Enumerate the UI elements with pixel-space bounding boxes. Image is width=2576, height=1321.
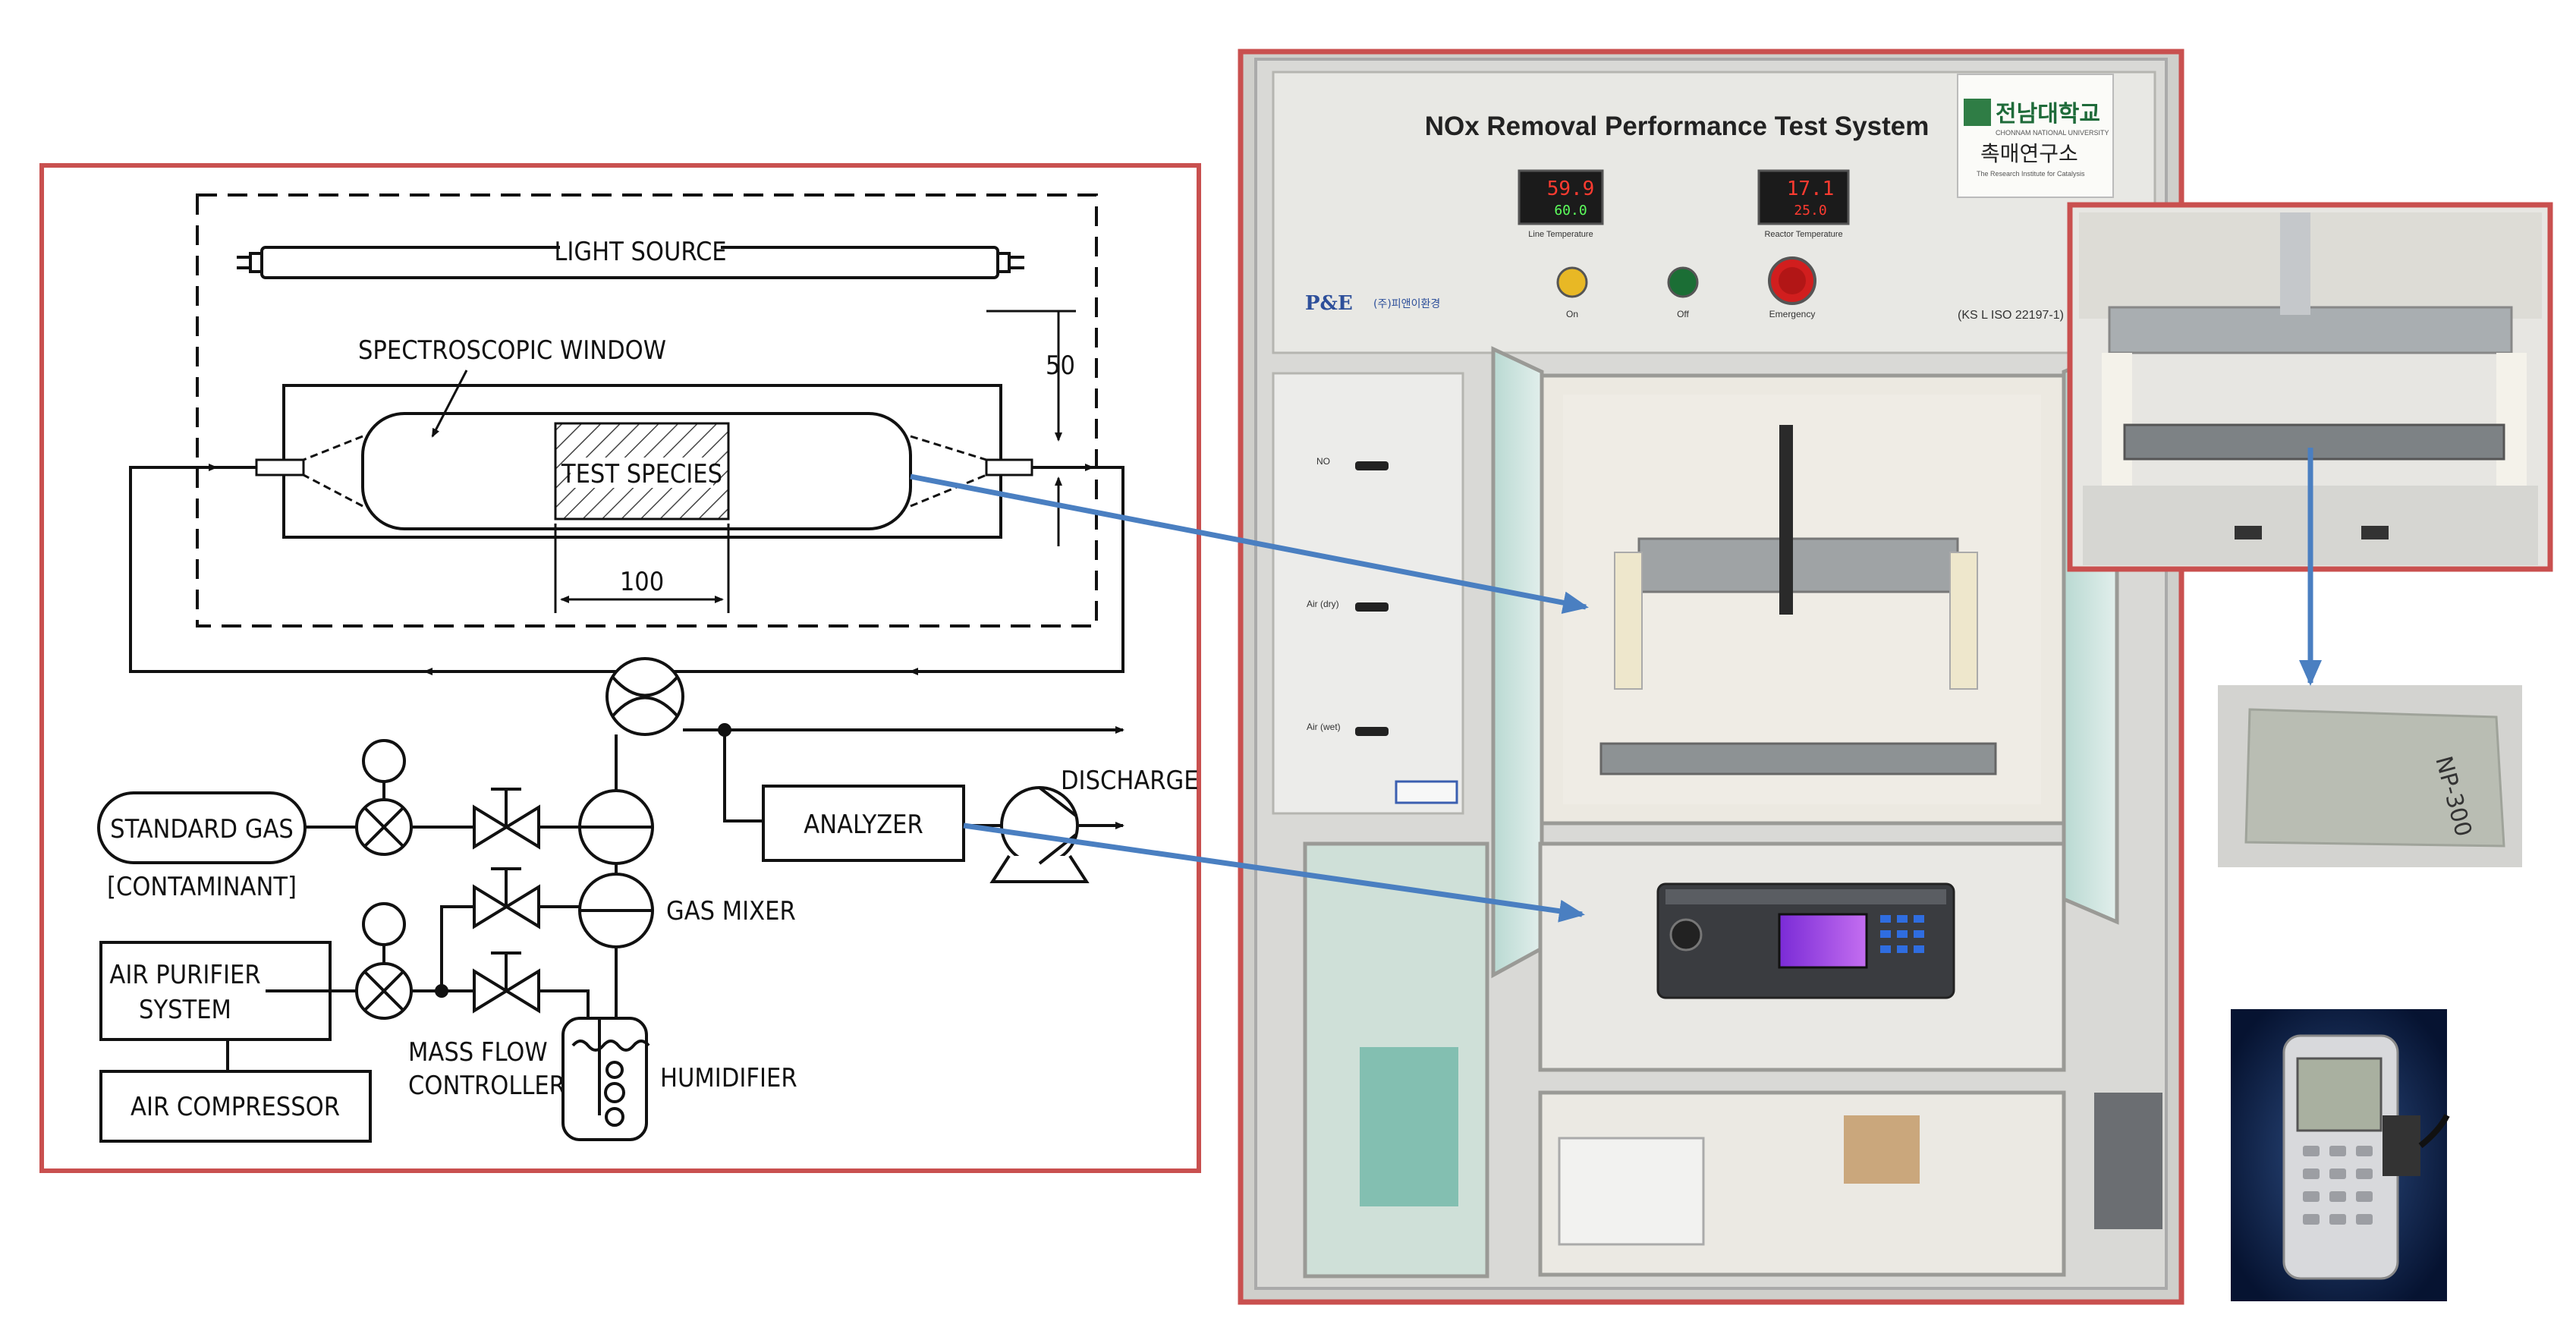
dimension-height (986, 310, 1076, 546)
regulator-lower (355, 902, 413, 1020)
air-compressor-box (99, 1070, 372, 1143)
needle-valve-upper (473, 788, 540, 850)
handheld-meter-photo (2231, 1009, 2450, 1301)
tube-tapers (303, 435, 987, 508)
reactor-temp-display (1757, 169, 1850, 225)
mass-flow-label-1: MASS FLOW (408, 1037, 548, 1068)
flow-lines (129, 464, 1124, 675)
contaminant-label: [CONTAMINANT] (107, 872, 297, 902)
dimension-length (554, 524, 730, 613)
company-name: (주)피앤이환경 (1373, 298, 1440, 310)
light-source-label: LIGHT SOURCE (554, 237, 726, 267)
gas-valve-panel (1272, 372, 1464, 815)
standard-label: (KS L ISO 22197-1) (1958, 309, 2064, 322)
mass-flow-label-2: CONTROLLER (408, 1071, 565, 1101)
humidifier-label: HUMIDIFIER (660, 1063, 797, 1093)
dimension-height-label: 50 (1046, 351, 1075, 381)
chamber-lamp-bar (1637, 537, 1959, 593)
gas-mixer-upper (578, 789, 654, 865)
specimen-photo: NP-300 (2218, 685, 2522, 867)
pump (989, 786, 1090, 883)
line-temp-setpoint: 60.0 (1554, 203, 1587, 219)
left-door (1491, 346, 1544, 979)
lab-name: 촉매연구소 (1980, 141, 2078, 166)
dimension-length-label: 100 (620, 567, 664, 597)
line-temp-value: 59.9 (1547, 178, 1595, 200)
reactor-temp-value: 17.1 (1787, 178, 1835, 200)
company-logo: P&E (1305, 292, 1353, 315)
off-label: Off (1677, 309, 1689, 319)
air-purifier-box (99, 941, 332, 1041)
analyzer-box (762, 785, 965, 862)
light-enclosure (196, 193, 1098, 627)
analyzer-screen (1778, 913, 1868, 969)
window-pointer (431, 370, 468, 438)
air-compressor-label: AIR COMPRESSOR (131, 1092, 340, 1122)
spectroscopic-window-label: SPECTROSCOPIC WINDOW (358, 335, 666, 366)
university-sub: CHONNAM NATIONAL UNIVERSITY (1996, 129, 2109, 137)
test-species-label: TEST SPECIES (561, 459, 722, 489)
reactor-temp-setpoint: 25.0 (1794, 203, 1826, 219)
reactor-detail-photo (2070, 205, 2550, 569)
on-lamp (1556, 266, 1588, 298)
off-lamp (1667, 266, 1699, 298)
valve-no-handle (1355, 461, 1389, 470)
arrow-reactor-to-chamber (910, 473, 1589, 615)
gas-mixer-lower (578, 873, 654, 948)
meter-screen (2296, 1057, 2383, 1132)
regulator-upper (355, 739, 413, 856)
analyzer-label: ANALYZER (804, 810, 923, 840)
needle-valve-lower (473, 951, 540, 1014)
detail-tray (2123, 423, 2505, 461)
outlet-lines (683, 726, 1124, 829)
valve-air-dry-handle (1355, 602, 1389, 612)
arrow-analyzer-to-device (963, 822, 1585, 923)
apparatus-frame (1238, 49, 2184, 1305)
university-badge (1957, 74, 2114, 198)
system-title: NOx Removal Performance Test System (1425, 112, 1930, 141)
valve-no-label: NO (1316, 456, 1330, 467)
humidifier (561, 1017, 650, 1141)
air-purifier-label-2: SYSTEM (139, 995, 231, 1025)
valve-air-wet-handle (1355, 727, 1389, 736)
university-logo-icon (1964, 99, 1991, 126)
standard-gas-label: STANDARD GAS (110, 814, 294, 844)
chamber-tray (1599, 742, 1997, 775)
connector-arrows (910, 448, 2322, 923)
valve-air-dry-label: Air (dry) (1307, 599, 1339, 609)
reactor-capsule (361, 412, 912, 530)
university-name: 전남대학교 (1996, 101, 2100, 127)
four-way-valve (605, 657, 684, 736)
needle-valve-middle (473, 867, 540, 929)
apparatus-photo: NOx Removal Performance Test System 전남대학… (1241, 52, 2181, 1302)
reactor-temp-label: Reactor Temperature (1764, 230, 1842, 239)
air-purifier-label-1: AIR PURIFIER (109, 960, 260, 990)
on-label: On (1566, 309, 1578, 319)
line-temp-label: Line Temperature (1528, 230, 1593, 239)
lab-sub: The Research Institute for Catalysis (1977, 170, 2085, 178)
schematic-panel: LIGHT SOURCE SPECTROSCOPIC WINDOW TEST S… (39, 163, 1201, 1173)
line-temp-display (1518, 169, 1604, 225)
emergency-label: Emergency (1769, 309, 1816, 319)
gas-mixer-label: GAS MIXER (666, 896, 796, 926)
specimen-tile (2244, 708, 2505, 848)
valve-air-wet-label: Air (wet) (1307, 722, 1341, 732)
discharge-label: DISCHARGE (1061, 766, 1199, 796)
